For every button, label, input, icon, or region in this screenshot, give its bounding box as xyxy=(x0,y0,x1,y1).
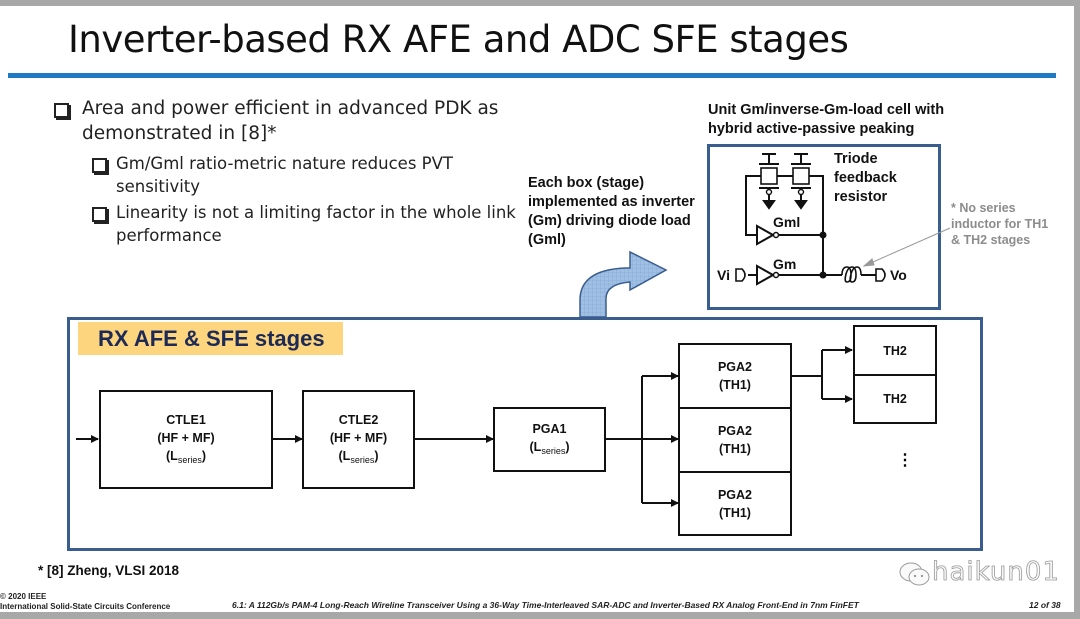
triode-label-line: resistor xyxy=(834,189,888,205)
sub-bullet-item: Linearity is not a limiting factor in th… xyxy=(52,201,526,247)
footer-paper-title: 6.1: A 112Gb/s PAM-4 Long-Reach Wireline… xyxy=(232,600,859,610)
inductance-symbol: L xyxy=(533,439,542,454)
ctle2-block: CTLE2 (HF + MF) (Lseries) xyxy=(302,390,415,489)
inductance-subscript: series xyxy=(541,445,566,456)
note-line: inductor for TH1 xyxy=(951,217,1049,231)
triode-label-line: feedback xyxy=(834,170,897,186)
copyright-text: © 2020 IEEE xyxy=(0,592,47,601)
block-name: TH2 xyxy=(883,343,907,358)
block-name: PGA2 xyxy=(717,424,753,438)
block-name: CTLE1 xyxy=(166,412,206,427)
sub-bullet-item: Gm/Gml ratio-metric nature reduces PVT s… xyxy=(52,152,526,198)
triode-feedback-label: Triode feedback resistor xyxy=(834,150,897,207)
block-subtitle: (TH1) xyxy=(719,505,751,520)
block-inductance: (Lseries) xyxy=(338,448,379,465)
gml-label: Gml xyxy=(773,214,801,230)
inverter-gm-icon xyxy=(756,264,780,286)
no-series-inductor-note: * No series inductor for TH1 & TH2 stage… xyxy=(951,200,1048,248)
inductance-subscript: series xyxy=(177,454,202,465)
wechat-icon xyxy=(899,562,930,586)
block-name: PGA2 xyxy=(717,360,753,374)
gm-label: Gm xyxy=(773,256,797,272)
watermark-text: haikun01 xyxy=(932,557,1060,588)
inductance-symbol: L xyxy=(342,448,351,463)
pga2-block: PGA2 (TH1) xyxy=(678,343,792,409)
ctle1-block: CTLE1 (HF + MF) (Lseries) xyxy=(99,390,273,489)
checkbox-bullet-icon xyxy=(92,207,107,222)
sub-bullet-text: Gm/Gml ratio-metric nature reduces PVT s… xyxy=(116,154,453,196)
unit-cell-title-line: hybrid active-passive peaking xyxy=(708,121,915,137)
pga2-block: PGA2 (TH1) xyxy=(678,407,792,473)
slide-title: Inverter-based RX AFE and ADC SFE stages xyxy=(68,18,849,61)
transistor-icon xyxy=(759,153,779,210)
note-line: * No series xyxy=(951,201,1016,215)
note-line: & TH2 stages xyxy=(951,233,1031,247)
footer-copyright: © 2020 IEEE International Solid-State Ci… xyxy=(0,592,170,612)
unit-cell-title-line: Unit Gm/inverse-Gm-load cell with xyxy=(708,102,945,118)
inverter-gml-icon xyxy=(756,224,780,246)
ellipsis-more-stages: ⋮ xyxy=(897,452,913,469)
block-inductance: (Lseries) xyxy=(166,448,206,465)
th2-block: TH2 xyxy=(853,325,937,376)
block-subtitle: (HF + MF) xyxy=(329,430,388,445)
vo-label: Vo xyxy=(890,267,907,283)
pga1-block: PGA1 (Lseries) xyxy=(493,407,606,472)
sub-bullet-text: Linearity is not a limiting factor in th… xyxy=(116,203,516,245)
stages-label: RX AFE & SFE stages xyxy=(78,322,343,355)
stages-diagram-box xyxy=(67,317,983,551)
checkbox-bullet-icon xyxy=(54,103,69,118)
page-number: 12 of 38 xyxy=(1029,600,1061,610)
inductor-icon xyxy=(841,266,862,283)
bullet-list: Area and power efficient in advanced PDK… xyxy=(52,96,526,247)
title-divider xyxy=(8,73,1056,78)
vi-label: Vi xyxy=(717,267,730,283)
block-inductance: (Lseries) xyxy=(529,439,570,456)
pga2-block: PGA2 (TH1) xyxy=(678,471,792,536)
checkbox-bullet-icon xyxy=(92,158,107,173)
bullet-text: Area and power efficient in advanced PDK… xyxy=(82,98,499,144)
triode-label-line: Triode xyxy=(834,151,878,167)
reference-note: * [8] Zheng, VLSI 2018 xyxy=(38,563,180,578)
block-subtitle: (TH1) xyxy=(719,378,751,392)
stage-implementation-note: Each box (stage) implemented as inverter… xyxy=(528,175,695,248)
block-name: TH2 xyxy=(883,392,907,406)
th2-block: TH2 xyxy=(853,374,937,424)
block-subtitle: (HF + MF) xyxy=(157,430,215,445)
unit-cell-title: Unit Gm/inverse-Gm-load cell with hybrid… xyxy=(708,101,944,139)
block-name: PGA1 xyxy=(532,421,567,436)
inductance-symbol: L xyxy=(170,448,178,463)
block-name: CTLE2 xyxy=(338,412,379,427)
block-name: PGA2 xyxy=(717,487,753,502)
inductance-subscript: series xyxy=(350,454,375,465)
conference-name: International Solid-State Circuits Confe… xyxy=(0,602,171,611)
block-subtitle: (TH1) xyxy=(719,442,751,456)
bullet-item: Area and power efficient in advanced PDK… xyxy=(52,96,522,146)
